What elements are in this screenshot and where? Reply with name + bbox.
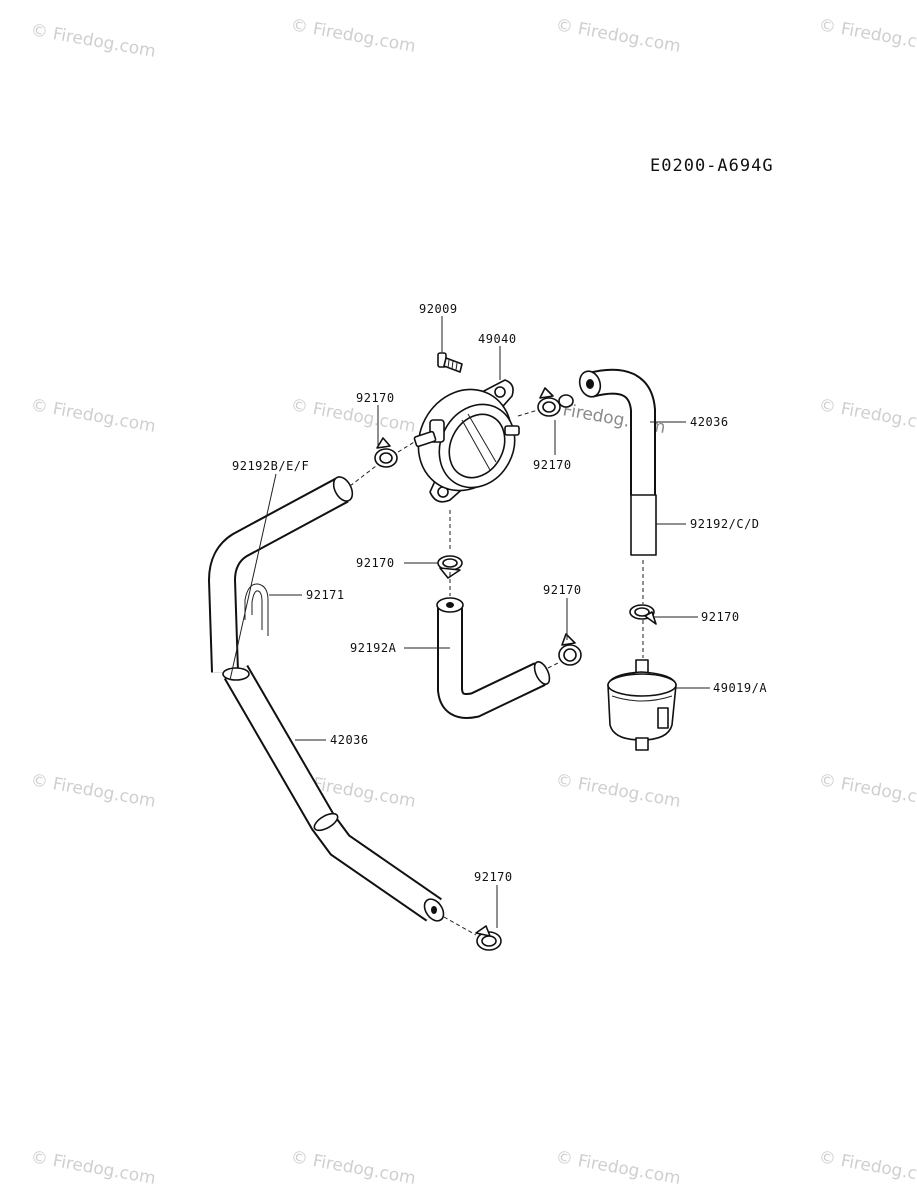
diagram-code: E0200-A694G xyxy=(650,156,774,176)
watermark: © Firedog.com xyxy=(817,1147,917,1189)
clip-92171 xyxy=(244,583,269,636)
label-92170-bottom: 92170 xyxy=(474,870,513,884)
label-42036-top: 42036 xyxy=(690,415,729,429)
label-92171: 92171 xyxy=(306,588,345,602)
watermark-layer: © Firedog.com © Firedog.com © Firedog.co… xyxy=(29,15,917,1189)
watermark: © Firedog.com xyxy=(29,1147,157,1189)
watermark: © Firedog.com xyxy=(817,395,917,437)
clamp-92170-right xyxy=(537,387,574,417)
fuel-pump-49040 xyxy=(413,379,520,503)
watermark: © Firedog.com xyxy=(289,395,417,437)
clamp-92170-filter xyxy=(629,604,657,625)
label-92009: 92009 xyxy=(419,302,458,316)
watermark: © Firedog.com xyxy=(817,770,917,812)
watermark: © Firedog.com xyxy=(554,770,682,812)
label-92192b-e-f: 92192B/E/F xyxy=(232,459,309,473)
hose-92192b-e-f xyxy=(207,476,354,673)
watermark: © Firedog.com xyxy=(289,1147,417,1189)
watermark: © Firedog.com xyxy=(29,395,157,437)
watermark: © Firedog.com xyxy=(817,15,917,57)
clamp-92170-bottom xyxy=(475,925,502,951)
watermark: © Firedog.com xyxy=(289,15,417,57)
leader-lines xyxy=(229,316,710,936)
label-92170-mid: 92170 xyxy=(356,556,395,570)
label-92192-c-d: 92192/C/D xyxy=(690,517,760,531)
hose-42036-bottom xyxy=(222,664,445,922)
screw-92009 xyxy=(437,352,463,373)
label-49019-a: 49019/A xyxy=(713,681,767,695)
label-42036-bottom: 42036 xyxy=(330,733,369,747)
watermark: © Firedog.com xyxy=(29,20,157,62)
label-92192a: 92192A xyxy=(350,641,397,655)
label-92170-center: 92170 xyxy=(543,583,582,597)
watermark: © Firedog.com xyxy=(554,15,682,57)
hose-92192a xyxy=(436,597,551,719)
label-92170-filter: 92170 xyxy=(701,610,740,624)
hose-42036-top xyxy=(578,368,656,496)
watermark: © Firedog.com xyxy=(554,1147,682,1189)
label-49040: 49040 xyxy=(478,332,517,346)
label-92170-right: 92170 xyxy=(533,458,572,472)
clamp-92170-left xyxy=(374,437,398,468)
hose-92192-c-d xyxy=(630,494,657,556)
fuel-filter-49019-a xyxy=(607,659,677,751)
watermark: © Firedog.com xyxy=(29,770,157,812)
clamp-92170-center xyxy=(558,633,582,666)
label-92170-left: 92170 xyxy=(356,391,395,405)
part-labels: 92009 49040 92170 92170 42036 92192B/E/F… xyxy=(232,302,767,884)
